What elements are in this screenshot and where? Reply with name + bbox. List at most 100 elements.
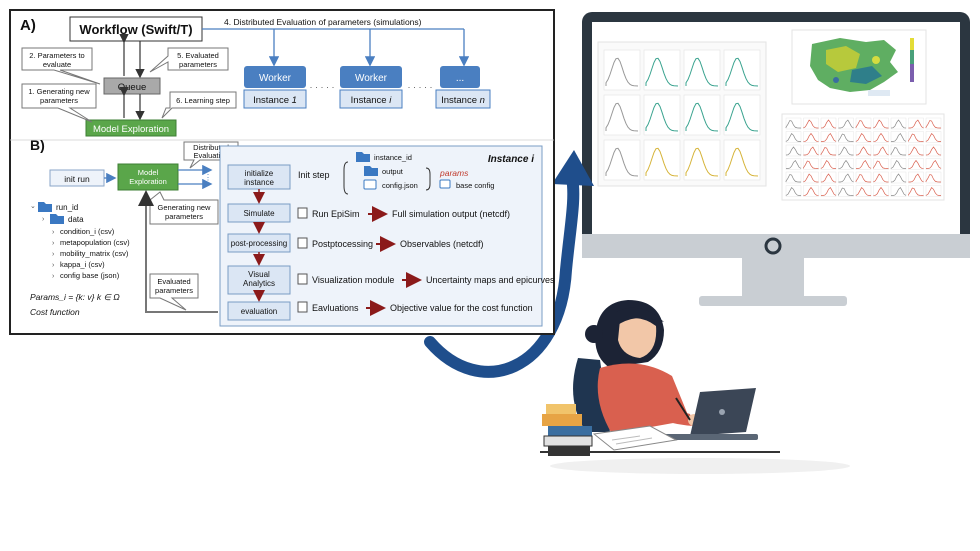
mini-curve: [785, 133, 801, 142]
mini-cell: [925, 131, 942, 143]
base-config-label: base config: [456, 181, 494, 190]
mini-curve: [803, 173, 819, 183]
run-epism-label: Run EpiSim: [312, 209, 360, 219]
json-file-icon: [439, 179, 451, 189]
mini-cell: [855, 171, 872, 184]
mini-cell: [803, 171, 819, 184]
mini-cell: [838, 117, 854, 130]
evaluated-params-line2: parameters: [179, 60, 217, 69]
step-label: initialize: [245, 169, 274, 178]
params-to-evaluate-line1: 2. Parameters to: [29, 51, 84, 60]
mini-curve: [725, 57, 759, 87]
model-exploration-label: Model Exploration: [93, 124, 169, 135]
mini-curve: [908, 187, 924, 196]
postprocessing-row: Postptocessing Observables (netcdf): [297, 236, 484, 252]
mini-curve: [785, 174, 801, 183]
instance-box: [435, 89, 491, 109]
mini-cell: [838, 171, 854, 184]
mini-curve: [821, 133, 837, 142]
worker-label: Worker: [259, 73, 292, 84]
mini-cell: [908, 185, 924, 197]
mini-cell: [785, 144, 802, 157]
panel-a-label: A): [20, 17, 36, 34]
small-multiples-thumbnail: [781, 113, 945, 201]
tree-root: run_id: [56, 203, 78, 212]
mini-curve: [908, 146, 924, 156]
script-icon: [297, 237, 308, 249]
model-exploration-b-line1: Model: [138, 168, 159, 177]
mini-curve: [838, 146, 854, 156]
mini-cell: [925, 185, 942, 197]
mini-curve: [855, 146, 872, 156]
svg-text:›: ›: [52, 229, 55, 236]
monitor-neck: [742, 258, 804, 298]
json-file-icon: [363, 179, 377, 190]
mini-curve: [855, 174, 871, 183]
mini-curve: [873, 186, 889, 196]
tree-item: config base (json): [60, 271, 120, 280]
mini-cell: [838, 158, 854, 170]
tree-item: mobility_matrix (csv): [60, 249, 129, 258]
mini-curve: [890, 160, 906, 169]
folder-icon: [364, 166, 378, 176]
learning-step-label: 6. Learning step: [176, 96, 230, 105]
mini-plot: [603, 49, 641, 91]
monitor-illustration: [582, 12, 970, 306]
mini-curve: [925, 174, 941, 183]
mini-curve: [873, 146, 889, 156]
mini-curve: [803, 160, 819, 169]
mini-curve: [645, 57, 679, 87]
generating-new-b-line2: parameters: [165, 212, 203, 221]
step-label: instance: [244, 178, 274, 187]
mini-curve: [890, 147, 906, 156]
evaluated-params-line1: 5. Evaluated: [177, 51, 219, 60]
mini-curve: [820, 119, 837, 129]
instance-file-0: instance_id: [374, 153, 412, 162]
folder-icon: [38, 202, 52, 212]
workflow-title: Workflow (Swift/T): [79, 22, 192, 37]
svg-text:›: ›: [52, 273, 55, 280]
svg-text:›: ›: [42, 216, 45, 223]
instance-label: Instance 1: [253, 95, 297, 106]
mini-cell: [890, 185, 907, 197]
mini-cell: [855, 131, 872, 143]
mini-cell: [890, 131, 907, 143]
mini-cell: [908, 144, 924, 157]
mini-plot: [683, 94, 721, 136]
mini-cell: [785, 185, 802, 197]
epicurve-plot-thumbnail: [597, 41, 767, 187]
init-step-brace: [343, 161, 349, 195]
step-label: evaluation: [241, 307, 277, 316]
evaluation-row: Eavluations Objective value for the cost…: [297, 300, 533, 316]
generating-new-callout: [21, 83, 97, 123]
tree-item: condition_i (csv): [60, 227, 115, 236]
worker-ellipsis: · · · · ·: [310, 82, 335, 92]
mini-cell: [873, 158, 889, 170]
instance-file-2: config.json: [382, 181, 418, 190]
init-run-label: init run: [64, 174, 90, 184]
mini-curve: [838, 119, 854, 129]
params-to-evaluate-callout: [21, 47, 101, 85]
mini-cell: [820, 158, 837, 170]
mini-curve: [890, 173, 907, 183]
folder-icon: [356, 152, 370, 162]
mini-plot: [723, 139, 761, 181]
mini-cell: [803, 144, 819, 157]
mini-curve: [908, 173, 924, 183]
queue-box: [103, 77, 161, 95]
instance-file-1: output: [382, 167, 404, 176]
mini-plot: [603, 139, 641, 181]
mini-cell: [890, 117, 907, 130]
mini-curve: [873, 119, 889, 129]
worker-box: [340, 66, 402, 88]
mini-curve: [820, 147, 836, 156]
panel-b-label: B): [30, 137, 45, 153]
mini-cell: [908, 158, 924, 170]
mini-curve: [803, 146, 819, 156]
mini-cell: [890, 158, 907, 170]
svg-text:›: ›: [52, 262, 55, 269]
mini-cell: [820, 131, 837, 143]
monitor-chin: [582, 234, 970, 258]
